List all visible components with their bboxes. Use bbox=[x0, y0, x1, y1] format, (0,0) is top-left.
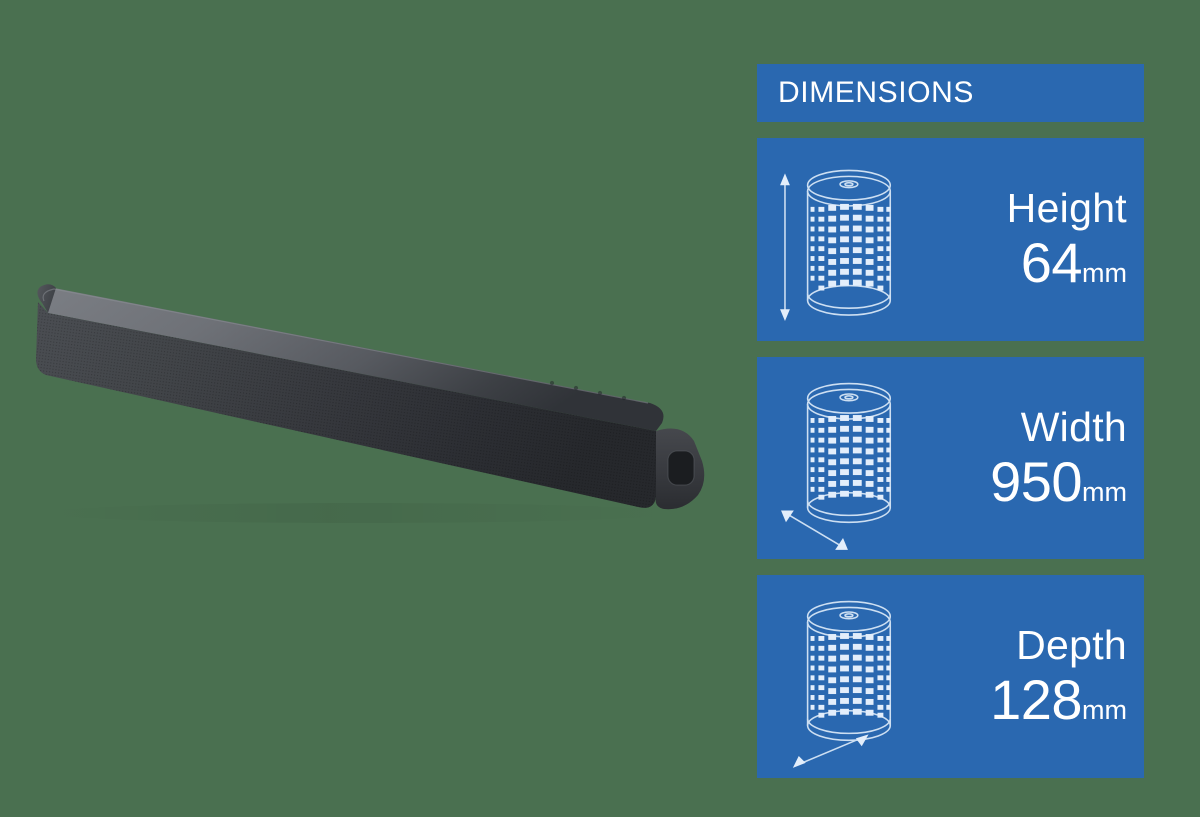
width-text-block: Width 950mm bbox=[932, 403, 1144, 510]
height-value: 64 bbox=[1020, 230, 1083, 294]
dimensions-panel: DIMENSIONS bbox=[757, 64, 1144, 779]
soundbar-top-face bbox=[41, 288, 664, 431]
speaker-cylinder-icon bbox=[792, 601, 892, 769]
speaker-cylinder-icon bbox=[780, 169, 892, 321]
dimensions-header: DIMENSIONS bbox=[757, 64, 1144, 122]
soundbar-left-end-cap bbox=[37, 284, 56, 313]
width-value-row: 950mm bbox=[932, 453, 1127, 510]
width-icon-area bbox=[757, 357, 932, 560]
soundbar-top-edge-highlight bbox=[42, 288, 649, 404]
soundbar-port-opening bbox=[668, 451, 694, 485]
soundbar-front-mesh-texture bbox=[36, 302, 656, 508]
depth-value-row: 128mm bbox=[932, 672, 1127, 728]
depth-label: Depth bbox=[1016, 622, 1127, 669]
soundbar-product-image bbox=[36, 284, 705, 523]
depth-value: 128 bbox=[990, 668, 1083, 732]
height-label: Height bbox=[1006, 184, 1127, 231]
height-value-row: 64mm bbox=[932, 234, 1127, 291]
soundbar-port-opening-highlight bbox=[667, 450, 695, 486]
speaker-grille-mesh bbox=[810, 414, 891, 500]
diagonal-up-right-double-arrow-icon bbox=[792, 734, 869, 769]
dimension-card-height: Height 64mm bbox=[757, 138, 1144, 341]
height-unit: mm bbox=[1082, 257, 1127, 288]
product-image-area bbox=[36, 284, 705, 523]
soundbar-led-indicators bbox=[549, 380, 627, 401]
diagonal-down-right-double-arrow-icon bbox=[781, 510, 848, 550]
width-label: Width bbox=[1020, 403, 1127, 450]
speaker-cylinder-icon bbox=[781, 382, 892, 550]
speaker-grille-mesh bbox=[810, 633, 891, 719]
dimensions-header-title: DIMENSIONS bbox=[778, 76, 975, 109]
width-unit: mm bbox=[1082, 476, 1127, 507]
depth-unit: mm bbox=[1082, 695, 1127, 726]
speaker-grille-mesh bbox=[810, 203, 891, 291]
depth-icon-area bbox=[757, 575, 932, 778]
height-text-block: Height 64mm bbox=[932, 184, 1144, 291]
height-icon-area bbox=[757, 138, 932, 341]
soundbar-shadow bbox=[40, 503, 680, 523]
vertical-double-arrow-icon bbox=[780, 173, 790, 321]
dimension-card-width: Width 950mm bbox=[757, 356, 1144, 560]
dimension-card-depth: Depth 128mm bbox=[757, 575, 1144, 779]
width-value: 950 bbox=[990, 449, 1083, 513]
depth-text-block: Depth 128mm bbox=[932, 625, 1144, 728]
